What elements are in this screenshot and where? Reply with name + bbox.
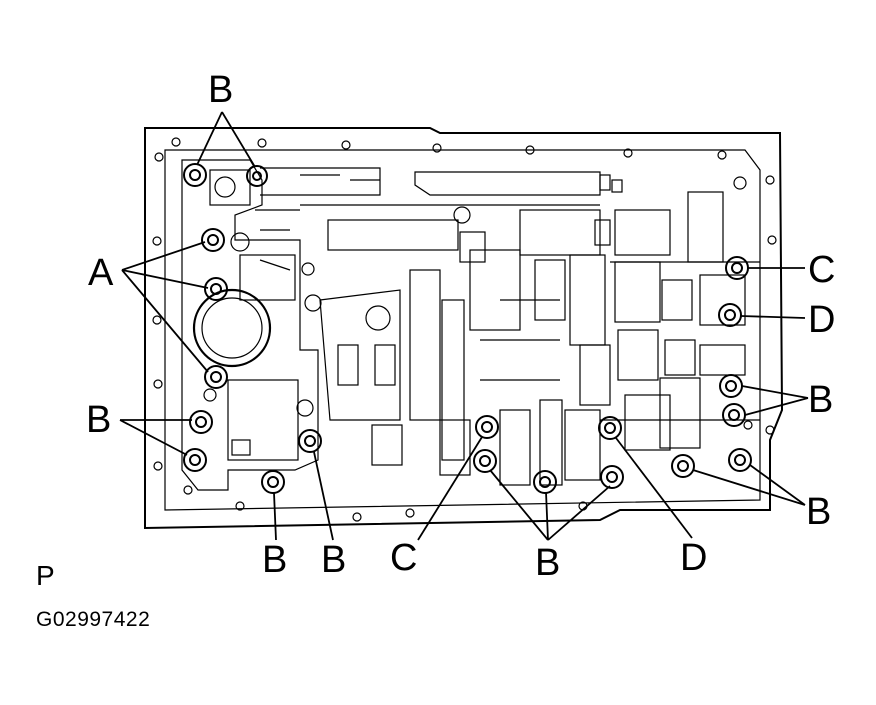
valve-body-plate xyxy=(144,127,784,530)
callout-b-bottom-3: B xyxy=(535,542,560,584)
view-mark: P xyxy=(36,560,55,591)
callout-b-bottom-2: B xyxy=(321,539,346,581)
callout-b-bottom-1: B xyxy=(262,539,287,581)
callout-b-right-2: B xyxy=(806,491,831,533)
bolt xyxy=(204,365,228,389)
bolt xyxy=(598,416,622,440)
callout-d-bottom: D xyxy=(680,537,707,579)
bolt xyxy=(475,415,499,439)
plate-perimeter-holes xyxy=(152,137,777,522)
callout-c-bottom: C xyxy=(390,537,417,579)
callout-b-left: B xyxy=(86,399,111,441)
left-valve-section xyxy=(181,159,322,491)
bolt xyxy=(719,374,743,398)
bolt xyxy=(600,465,624,489)
bolt xyxy=(298,429,322,453)
figure-id: G02997422 xyxy=(36,608,151,631)
bolt xyxy=(246,165,268,187)
bolt xyxy=(261,470,285,494)
callout-a: A xyxy=(88,252,114,294)
callouts: B A B B B C B D C D B B xyxy=(86,69,835,584)
upper-solenoids xyxy=(260,167,724,263)
bolt xyxy=(201,228,225,252)
callout-b-top: B xyxy=(208,69,233,111)
leader-lines xyxy=(119,111,809,541)
callout-d-right: D xyxy=(808,299,835,341)
bolt xyxy=(183,163,207,187)
bolt xyxy=(728,448,752,472)
bolt xyxy=(189,410,213,434)
bolt xyxy=(533,470,557,494)
bolt xyxy=(183,448,207,472)
bolts xyxy=(183,163,752,494)
callout-c-right: C xyxy=(808,249,835,291)
bolt xyxy=(722,403,746,427)
bolt xyxy=(718,303,742,327)
right-valve-section xyxy=(600,261,760,451)
middle-valve-section xyxy=(296,249,611,486)
bolt xyxy=(473,449,497,473)
bolt xyxy=(204,277,228,301)
bolt xyxy=(671,454,695,478)
callout-b-right-1: B xyxy=(808,379,833,421)
bolt xyxy=(725,256,749,280)
